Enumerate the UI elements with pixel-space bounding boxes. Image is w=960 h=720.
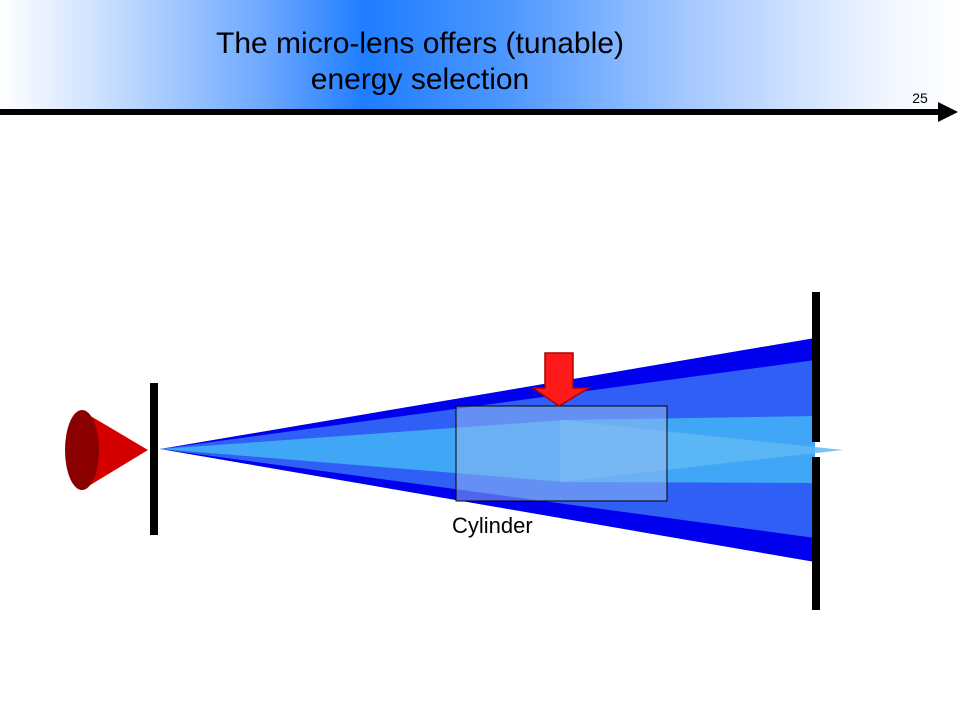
source-cone-body: [82, 411, 148, 490]
tuning-arrow: [530, 352, 592, 407]
slide-number: 25: [912, 90, 928, 106]
cylinder-label: Cylinder: [452, 513, 533, 538]
source-cone-base: [65, 410, 99, 490]
detector-screen-bottom: [812, 457, 820, 610]
cylinder-box: [455, 405, 668, 502]
slide-title-line2: energy selection: [310, 63, 530, 96]
detector-screen-top: [812, 292, 820, 442]
source-cone: [65, 410, 148, 490]
source-slit: [150, 383, 158, 535]
slide-title: The micro-lens offers (tunable) energy s…: [0, 26, 840, 98]
slide-title-line1: The micro-lens offers (tunable): [216, 27, 624, 60]
header-arrow-head: [938, 102, 958, 122]
title-banner: [0, 0, 960, 110]
